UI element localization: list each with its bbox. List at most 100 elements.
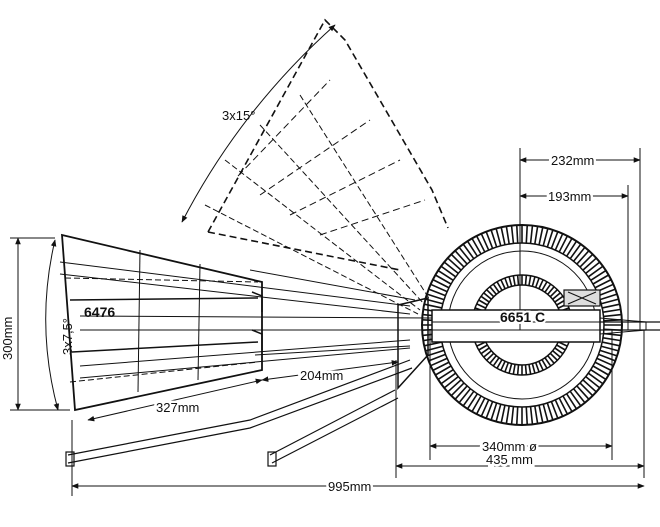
- ring-tick: [437, 368, 454, 381]
- ring-tick: [489, 355, 497, 364]
- ring-tick: [462, 390, 475, 407]
- ring-tick: [544, 357, 552, 367]
- ring-tick: [516, 275, 520, 286]
- ring-tick: [558, 397, 569, 415]
- ring-tick: [587, 372, 604, 385]
- ring-tick: [582, 379, 597, 393]
- ring-tick: [556, 344, 566, 351]
- ring-tick: [515, 406, 519, 425]
- turntable-operator-house: [563, 289, 601, 307]
- ring-tick: [534, 362, 540, 373]
- ring-tick: [430, 283, 448, 293]
- ring-tick: [579, 253, 594, 268]
- ring-tick: [426, 293, 445, 301]
- ring-tick: [549, 352, 558, 361]
- ring-tick: [432, 361, 450, 372]
- ring-tick: [454, 385, 468, 400]
- top-roundhouse-extension: [207, 18, 449, 271]
- ring-tick: [486, 352, 495, 361]
- ring-tick: [569, 243, 582, 260]
- ring-tick: [490, 402, 498, 421]
- ring-tick: [471, 395, 482, 413]
- angle-top-label: 3x15°: [222, 108, 255, 123]
- ring-tick: [534, 226, 539, 245]
- ring-tick: [546, 229, 554, 248]
- ring-tick: [480, 347, 490, 355]
- ring-tick: [587, 265, 604, 278]
- ring-tick: [602, 341, 620, 347]
- ring-tick: [492, 283, 500, 293]
- stall-track-length-label: 204mm: [300, 368, 343, 383]
- ring-tick: [424, 303, 442, 309]
- ring-tick: [512, 364, 516, 375]
- ring-tick: [447, 257, 462, 271]
- ring-tick: [454, 250, 468, 265]
- ring-tick: [550, 401, 559, 419]
- ring-tick: [565, 393, 578, 410]
- ring-tick: [528, 275, 532, 286]
- ring-tick: [496, 281, 503, 291]
- ring-tick: [525, 225, 529, 244]
- ring-tick: [572, 246, 586, 262]
- ring-tick: [443, 375, 459, 389]
- ring-tick: [475, 235, 486, 253]
- ring-tick: [538, 405, 544, 423]
- ring-tick: [462, 243, 475, 260]
- ring-tick: [534, 405, 539, 424]
- ring-tick: [466, 393, 479, 410]
- outer-diameter-label: 435 mm: [486, 452, 533, 467]
- ring-tick: [531, 276, 536, 287]
- ring-tick: [598, 288, 616, 297]
- ring-tick: [554, 295, 564, 303]
- ring-tick: [542, 403, 549, 422]
- ring-tick: [512, 275, 516, 286]
- ring-tick: [478, 299, 488, 306]
- ring-tick: [554, 399, 564, 417]
- height-left-label: 300mm: [0, 317, 15, 360]
- ring-tick: [599, 349, 618, 357]
- ring-tick: [538, 279, 544, 290]
- ring-tick: [450, 253, 465, 268]
- ring-tick: [480, 295, 490, 303]
- ring-tick: [576, 250, 590, 265]
- ring-tick: [552, 292, 561, 300]
- ring-tick: [471, 237, 482, 255]
- ring-tick: [550, 231, 559, 249]
- ring-tick: [590, 269, 607, 282]
- ring-tick: [524, 275, 528, 286]
- ring-tick: [478, 344, 488, 351]
- ring-tick: [485, 231, 494, 249]
- ring-tick: [505, 226, 510, 245]
- ring-tick: [534, 277, 540, 288]
- ring-tick: [440, 372, 457, 385]
- ring-tick: [432, 278, 450, 289]
- ring-tick: [500, 279, 506, 290]
- ring-tick: [572, 388, 586, 404]
- ring-tick: [489, 286, 497, 295]
- ring-tick: [500, 360, 506, 371]
- ring-tick: [504, 277, 510, 288]
- ring-tick: [585, 261, 601, 275]
- ring-tick: [554, 233, 564, 251]
- ring-tick: [490, 229, 498, 248]
- ring-tick: [579, 382, 594, 397]
- ring-tick: [554, 347, 564, 355]
- ring-tick: [447, 379, 462, 393]
- ring-tick: [515, 225, 519, 244]
- ring-tick: [590, 368, 607, 381]
- top-width-inner-label: 193mm: [548, 189, 591, 204]
- ring-tick: [434, 274, 452, 285]
- ring-tick: [558, 235, 569, 253]
- ring-tick: [565, 240, 578, 257]
- left-roundhouse: [61, 233, 263, 412]
- ring-tick: [544, 283, 552, 293]
- ring-tick: [437, 269, 454, 282]
- ring-tick: [594, 278, 612, 289]
- turntable-outer-ticks: [422, 225, 622, 425]
- ring-tick: [443, 261, 459, 275]
- ring-tick: [547, 286, 555, 295]
- ring-tick: [585, 375, 601, 389]
- ring-tick: [524, 364, 528, 375]
- ring-tick: [483, 350, 492, 358]
